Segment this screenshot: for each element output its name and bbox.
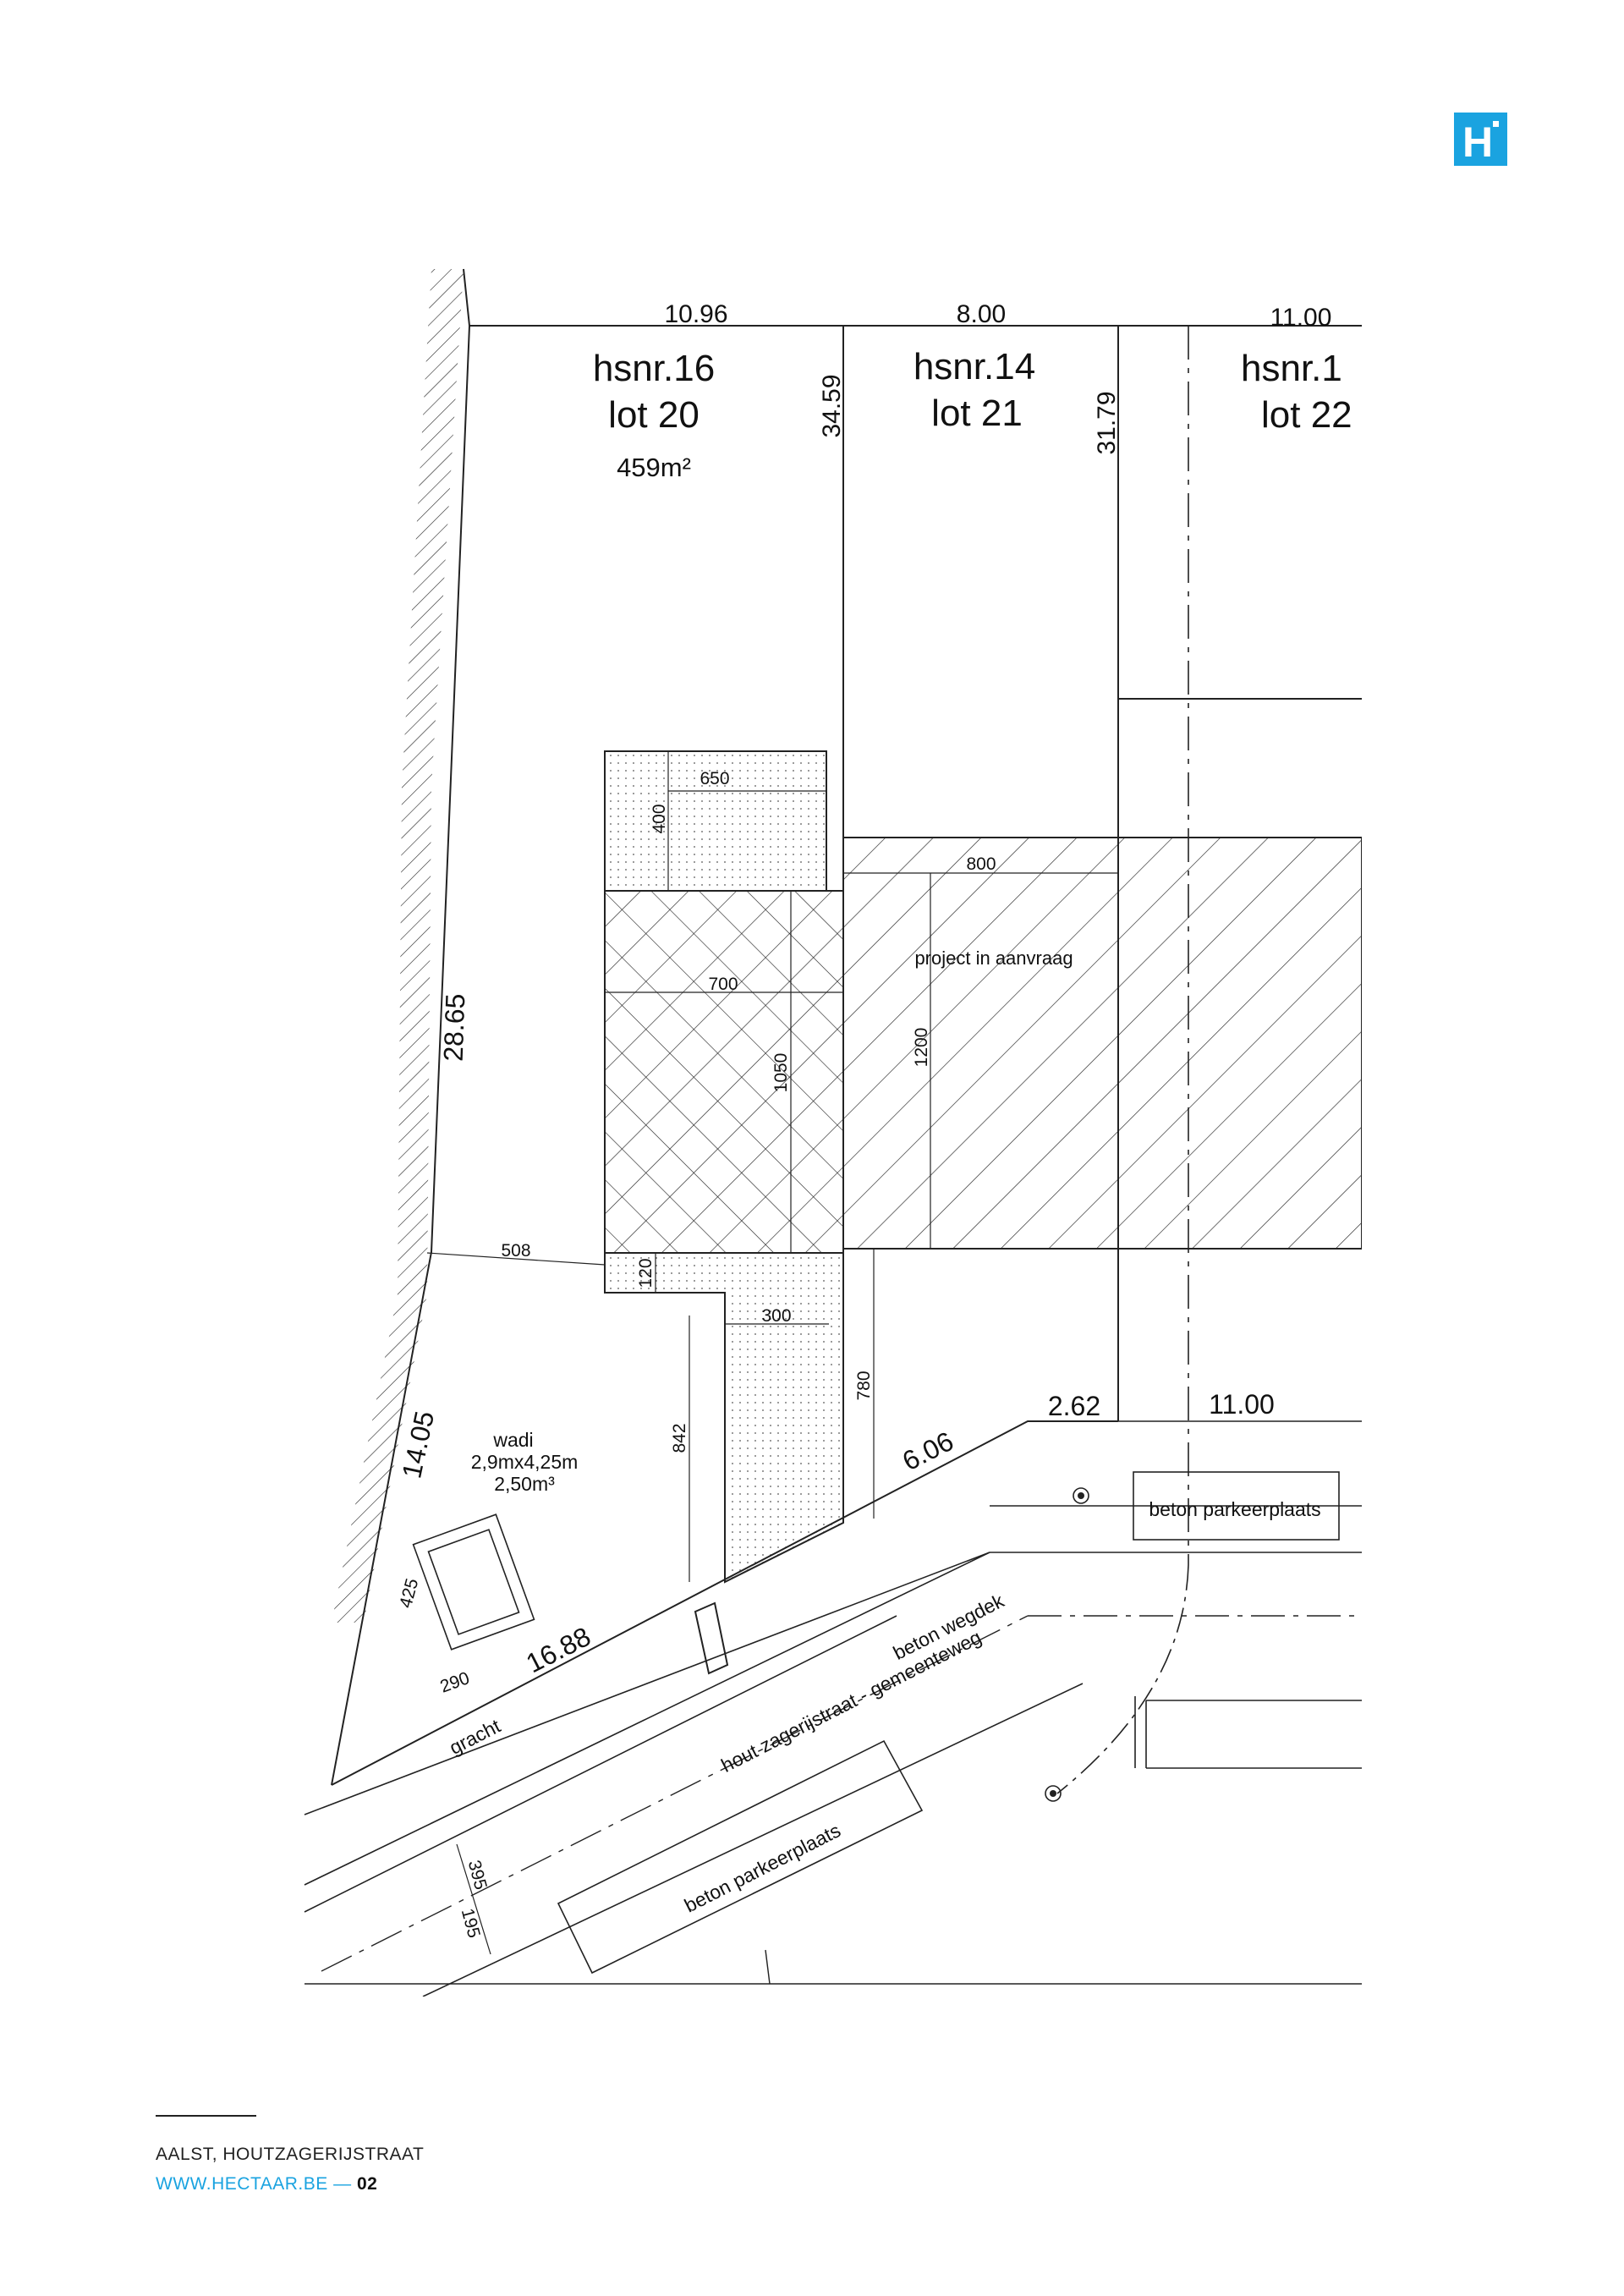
dim-400: 400: [650, 804, 669, 833]
dim-780: 780: [854, 1370, 874, 1400]
street-label: hout zagerijstraat - gemeenteweg: [717, 1626, 985, 1777]
wadi-title: wadi: [492, 1429, 533, 1451]
road-centerline: [321, 1615, 1029, 1972]
dim-842: 842: [670, 1423, 689, 1453]
road-dim-195: 195: [458, 1906, 484, 1940]
parking-label-1: beton parkeerplaats: [1149, 1498, 1320, 1520]
wadi-volume: 2,50m³: [494, 1473, 555, 1495]
lot21-label: lot 21: [931, 393, 1023, 434]
road-dim-395: 395: [464, 1858, 491, 1892]
dim-11-00: 11.00: [1209, 1389, 1275, 1420]
parking-rect-2: [557, 1739, 924, 1975]
front-boundary: [331, 1420, 1118, 1786]
dim-700: 700: [708, 975, 738, 994]
dim-6-06: 6.06: [897, 1425, 958, 1476]
dim-800: 800: [966, 854, 996, 874]
house-volume: [604, 890, 844, 1254]
footer-rule: [156, 2115, 256, 2117]
wadi-rect: [412, 1513, 535, 1651]
lot20-hsnr: hsnr.16: [593, 348, 715, 389]
project-label: project in aanvraag: [914, 948, 1073, 969]
dim-top-lot20: 10.96: [664, 300, 727, 328]
dim-120: 120: [636, 1258, 656, 1288]
dim-16-88: 16.88: [521, 1621, 595, 1678]
footer-separator: —: [333, 2174, 352, 2194]
page-number: 02: [356, 2174, 378, 2194]
wadi-dim-w: 290: [437, 1668, 472, 1697]
dim-top-lot22: 11.00: [1270, 304, 1332, 332]
west-boundary-line: [331, 268, 471, 1786]
dim-side-lot21: 31.79: [1093, 391, 1121, 454]
lot20-label: lot 20: [608, 394, 700, 436]
parking-label-2: beton parkeerplaats: [681, 1819, 844, 1916]
hectaar-logo: H: [1454, 113, 1507, 166]
dim-28-65: 28.65: [438, 993, 471, 1062]
lot22-hsnr: hsnr.1: [1241, 348, 1342, 389]
dim-side-lot20: 34.59: [818, 374, 846, 437]
lot20-area: 459m²: [617, 453, 691, 482]
gutter: [694, 1601, 729, 1675]
manhole-2: [1045, 1785, 1062, 1802]
wadi-dim-h: 425: [396, 1576, 422, 1610]
dim-top-lot21: 8.00: [957, 300, 1006, 328]
footer-web: WWW.HECTAAR.BE — 02: [156, 2174, 377, 2194]
dim-650: 650: [700, 769, 729, 788]
lot21-hsnr: hsnr.14: [914, 346, 1035, 387]
project-area: [842, 837, 1362, 1250]
manhole-1: [1073, 1487, 1089, 1504]
dim-1200: 1200: [912, 1028, 931, 1068]
footer-location: AALST, HOUTZAGERIJSTRAAT: [156, 2145, 425, 2164]
dim-508: 508: [501, 1241, 530, 1261]
footer-url[interactable]: WWW.HECTAAR.BE: [156, 2174, 328, 2194]
parking-rect-1: [1133, 1471, 1340, 1541]
boundary-hatch: [332, 269, 464, 1623]
wadi-size: 2,9mx4,25m: [471, 1451, 579, 1473]
logo-letter: H: [1462, 118, 1493, 166]
dim-2-62: 2.62: [1048, 1391, 1100, 1421]
lot22-label: lot 22: [1261, 394, 1352, 436]
terrace-top: [604, 750, 827, 892]
dim-300: 300: [761, 1306, 791, 1326]
dim-1050: 1050: [771, 1053, 791, 1093]
driveway: [604, 1252, 844, 1584]
